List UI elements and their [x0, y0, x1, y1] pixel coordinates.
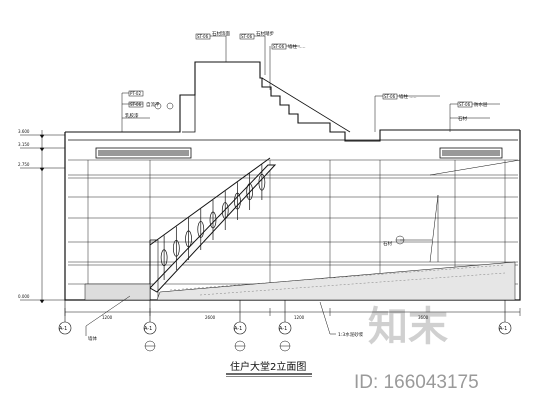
- light-trough-left: [95, 147, 192, 159]
- watermark-id-text: ID: 166043175: [354, 372, 479, 393]
- bottom-leaders: [85, 295, 336, 336]
- level-label-4: 0.000: [18, 294, 30, 299]
- grid-label-1: A-1: [59, 326, 67, 332]
- section-markers: [144, 340, 291, 352]
- ceiling-light-fixtures: [95, 147, 503, 159]
- dimension-labels: 1200 2600 1200 3600: [102, 315, 429, 320]
- stair-tower-outline: [64, 61, 521, 301]
- tag-e: ST-06: [384, 94, 396, 99]
- wall-panel-lines: [68, 159, 518, 300]
- dim-label-1: 1200: [102, 315, 113, 320]
- dim-label-3: 1200: [294, 315, 305, 320]
- stair: [149, 157, 277, 300]
- note-d: 墙柱 .....: [288, 43, 306, 50]
- note-c: 石材踏步: [256, 30, 274, 37]
- grid-bubbles: [58, 300, 512, 335]
- tag-a: PT-02: [130, 91, 141, 96]
- dimension-lines: [64, 308, 521, 316]
- level-markers: [20, 130, 65, 304]
- baluster-ornament: [221, 202, 229, 219]
- note-j: 墙体: [88, 335, 97, 342]
- level-label-1: 3.600: [18, 129, 30, 134]
- light-trough-right-fill: [442, 150, 500, 156]
- callout-notes: 乳胶漆 石材饰面 石材踏步 墙柱 ..... 墙柱 ..... 防水层 石材 自…: [88, 30, 488, 342]
- grid-labels: A-1 A-1 A-1 A-1 A-1: [59, 326, 507, 332]
- grid-label-4: A-1: [279, 326, 287, 332]
- watermark-brand-text: 知末: [368, 304, 448, 350]
- baluster-ornament: [246, 183, 254, 201]
- level-label-2: 3.150: [18, 142, 30, 147]
- note-a: 乳胶漆: [125, 112, 139, 119]
- watermark-id: ID: 166043175: [354, 372, 479, 393]
- note-k: 1:3水泥砂浆: [338, 331, 364, 338]
- baluster-ornament: [197, 221, 205, 238]
- dim-label-2: 2600: [205, 315, 216, 320]
- grid-label-5: A-1: [499, 326, 507, 332]
- watermark-brand: 知末: [368, 304, 448, 350]
- dim-label-4: 3600: [418, 315, 429, 320]
- tag-c: ST-06: [241, 34, 253, 39]
- level-label-3: 2.750: [18, 162, 30, 167]
- note-f: 防水层: [474, 101, 488, 108]
- tag-g: ST-06: [130, 102, 142, 107]
- stair-balusters: [160, 164, 266, 280]
- tag-d: ST-06: [273, 44, 285, 49]
- material-tags: [128, 33, 473, 110]
- baluster-ornament: [258, 173, 266, 191]
- baluster-ornament: [185, 230, 192, 248]
- baluster-ornament: [234, 192, 241, 210]
- light-trough-right: [439, 147, 503, 159]
- drawing-title-block: 住户大堂2立面图: [226, 360, 312, 377]
- note-e: 墙柱 .....: [399, 93, 417, 100]
- light-trough-left-fill: [98, 150, 189, 156]
- grid-label-2: A-1: [144, 326, 152, 332]
- grid-label-3: A-1: [234, 326, 242, 332]
- note-b: 石材饰面: [212, 30, 230, 37]
- material-tag-labels: PT-02 ST-06 ST-06 ST-06 ST-06 ST-06 ST-0…: [130, 34, 471, 107]
- note-h: 自流平: [146, 101, 160, 108]
- leader-lines: [121, 35, 500, 132]
- tag-f: ST-06: [459, 102, 471, 107]
- baluster-ornament: [209, 211, 217, 229]
- drawing-title: 住户大堂2立面图: [230, 360, 306, 373]
- baluster-ornament: [172, 239, 180, 257]
- baluster-ornament: [160, 249, 168, 267]
- level-labels: 3.600 3.150 2.750 0.000: [18, 129, 30, 299]
- right-elevation-leaders: [395, 159, 521, 263]
- tag-b: ST-06: [197, 34, 209, 39]
- note-i: 石材: [383, 240, 392, 247]
- note-g: 石材: [458, 115, 467, 122]
